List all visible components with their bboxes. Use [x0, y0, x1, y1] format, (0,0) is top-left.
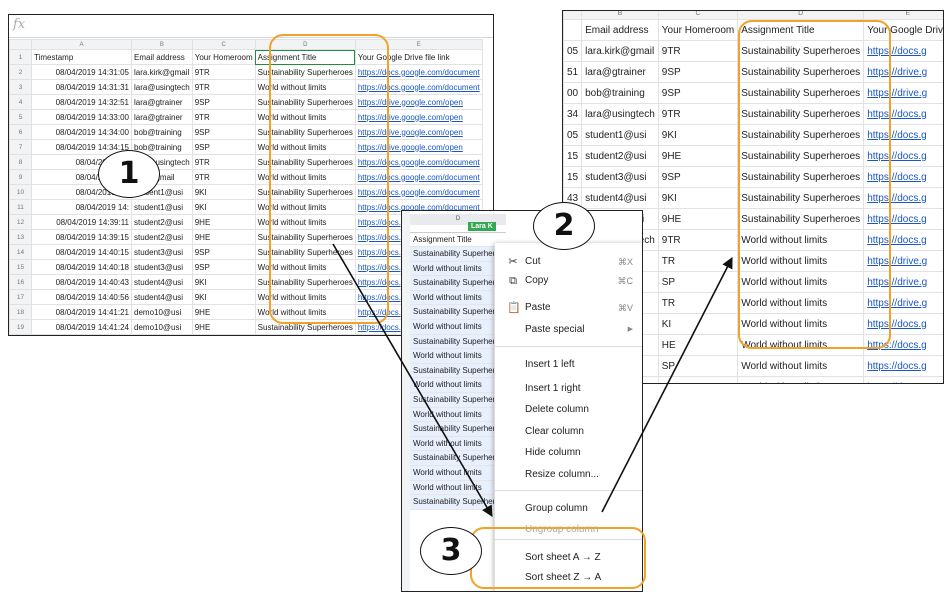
- menu-divider: [495, 346, 642, 347]
- menu-divider: [495, 490, 642, 491]
- menu-item-label: Sort sheet Z → A: [525, 572, 602, 583]
- table-cell[interactable]: [31, 334, 132, 335]
- row-number[interactable]: 16: [9, 274, 32, 290]
- step-1-badge: 1: [98, 150, 160, 198]
- table-cell[interactable]: 00: [563, 82, 583, 104]
- column-cell[interactable]: World without limits: [410, 349, 506, 364]
- shortcut-label: ⌘C: [617, 276, 634, 286]
- column-cell[interactable]: World without limits: [410, 378, 506, 393]
- drive-link-cell[interactable]: https://docs.g: [863, 376, 943, 383]
- table-cell[interactable]: World without limits: [254, 259, 356, 275]
- column-letter[interactable]: D: [410, 214, 506, 225]
- menu-item-copy[interactable]: ⧉ Copy ⌘C: [495, 272, 642, 290]
- menu-item-label: Resize column...: [525, 469, 599, 480]
- table-cell[interactable]: 15: [563, 145, 583, 167]
- column-cell[interactable]: World without limits: [410, 261, 506, 277]
- drive-link-cell[interactable]: https://drive.google.com/open: [354, 124, 483, 140]
- menu-item-label: Group column: [525, 503, 588, 514]
- column-cell[interactable]: World without limits: [410, 320, 506, 335]
- column-cell[interactable]: World without limits: [410, 290, 506, 306]
- formula-bar[interactable]: fx: [9, 15, 493, 38]
- table-cell[interactable]: 9TR: [657, 40, 739, 62]
- row-number[interactable]: 10: [9, 184, 32, 200]
- menu-item-label: Paste special: [525, 324, 585, 335]
- row-number[interactable]: 6: [9, 124, 32, 140]
- step-2-badge: 2: [533, 202, 595, 250]
- menu-item-paste[interactable]: 📋 Paste ⌘V: [495, 299, 642, 317]
- menu-item-label: Clear column: [525, 426, 584, 437]
- step-3-badge: 3: [420, 527, 482, 575]
- menu-item-clear-column[interactable]: Clear column: [495, 423, 642, 441]
- menu-item-insert-1-right[interactable]: Insert 1 right: [495, 380, 642, 398]
- column-cell[interactable]: Sustainability Superheroes: [410, 247, 506, 262]
- column-cell[interactable]: World without limits: [410, 466, 506, 481]
- column-cell[interactable]: Sustainability Superheroes: [410, 305, 506, 320]
- menu-item-label: Sort sheet A → Z: [525, 552, 601, 563]
- column-cell[interactable]: Sustainability Superheroes: [410, 334, 506, 350]
- menu-divider: [495, 539, 642, 540]
- submenu-arrow-icon: ▶: [627, 326, 633, 333]
- copy-icon: ⧉: [509, 275, 517, 287]
- menu-item-label: Delete column: [525, 404, 589, 415]
- shortcut-label: ⌘V: [617, 303, 633, 313]
- fx-icon: fx: [13, 17, 26, 32]
- table-cell[interactable]: [254, 334, 356, 335]
- shortcut-label: ⌘X: [617, 257, 633, 267]
- column-header-cell[interactable]: Assignment Title: [410, 232, 506, 247]
- column-cell[interactable]: World without limits: [410, 480, 506, 496]
- table-cell[interactable]: 9TR: [657, 229, 739, 251]
- menu-item-sort-sheet-z-a[interactable]: Sort sheet Z → A: [495, 569, 642, 587]
- row-number[interactable]: 2: [9, 64, 32, 80]
- column-cell[interactable]: Sustainability Superheroes: [410, 393, 506, 408]
- clipboard-icon: 📋: [507, 302, 521, 314]
- menu-item-delete-column[interactable]: Delete column: [495, 401, 642, 419]
- highlight-column-original: [269, 34, 389, 324]
- arrow-to-result: [601, 257, 733, 513]
- menu-item-insert-1-left[interactable]: Insert 1 left: [495, 356, 642, 374]
- user-tag: Lara K: [468, 222, 496, 231]
- column-cell[interactable]: Sustainability Superheroes: [410, 422, 506, 437]
- table-cell[interactable]: KI: [657, 376, 739, 383]
- menu-item-label: Ungroup column: [525, 524, 599, 535]
- menu-item-label: Paste: [525, 302, 551, 313]
- menu-item-paste-special[interactable]: Paste special ▶: [495, 321, 642, 339]
- menu-item-ungroup-column: Ungroup column: [495, 521, 642, 539]
- table-cell[interactable]: 15: [563, 166, 583, 188]
- context-menu: ✂ Cut ⌘X ⧉ Copy ⌘C 📋 Paste ⌘V Paste special ▶ Inser…: [494, 243, 642, 591]
- menu-item-label: Copy: [525, 275, 549, 286]
- menu-item-label: Insert 1 right: [525, 383, 581, 394]
- row-number[interactable]: 1: [9, 49, 32, 65]
- column-cell[interactable]: Sustainability Superheroes: [410, 276, 506, 291]
- highlight-column-sorted: [738, 20, 891, 349]
- menu-item-sort-sheet-a-z[interactable]: Sort sheet A → Z: [495, 549, 642, 567]
- menu-item-group-column[interactable]: Group column: [495, 500, 642, 518]
- menu-item-hide-column[interactable]: Hide column: [495, 444, 642, 462]
- menu-item-label: Insert 1 left: [525, 359, 575, 370]
- row-number[interactable]: 3: [9, 79, 32, 95]
- column-cell[interactable]: Sustainability Superheroes: [410, 363, 506, 379]
- menu-item-resize-column[interactable]: Resize column...: [495, 466, 642, 484]
- scissors-icon: ✂: [508, 256, 518, 268]
- menu-item-label: Cut: [525, 256, 541, 267]
- column-cell[interactable]: World without limits: [410, 407, 506, 423]
- menu-item-label: Hide column: [525, 447, 581, 458]
- column-cell[interactable]: World without limits: [410, 436, 506, 452]
- arrow-to-sort: [332, 243, 493, 517]
- menu-item-cut[interactable]: ✂ Cut ⌘X: [495, 253, 642, 271]
- row-header-strip: [402, 211, 410, 591]
